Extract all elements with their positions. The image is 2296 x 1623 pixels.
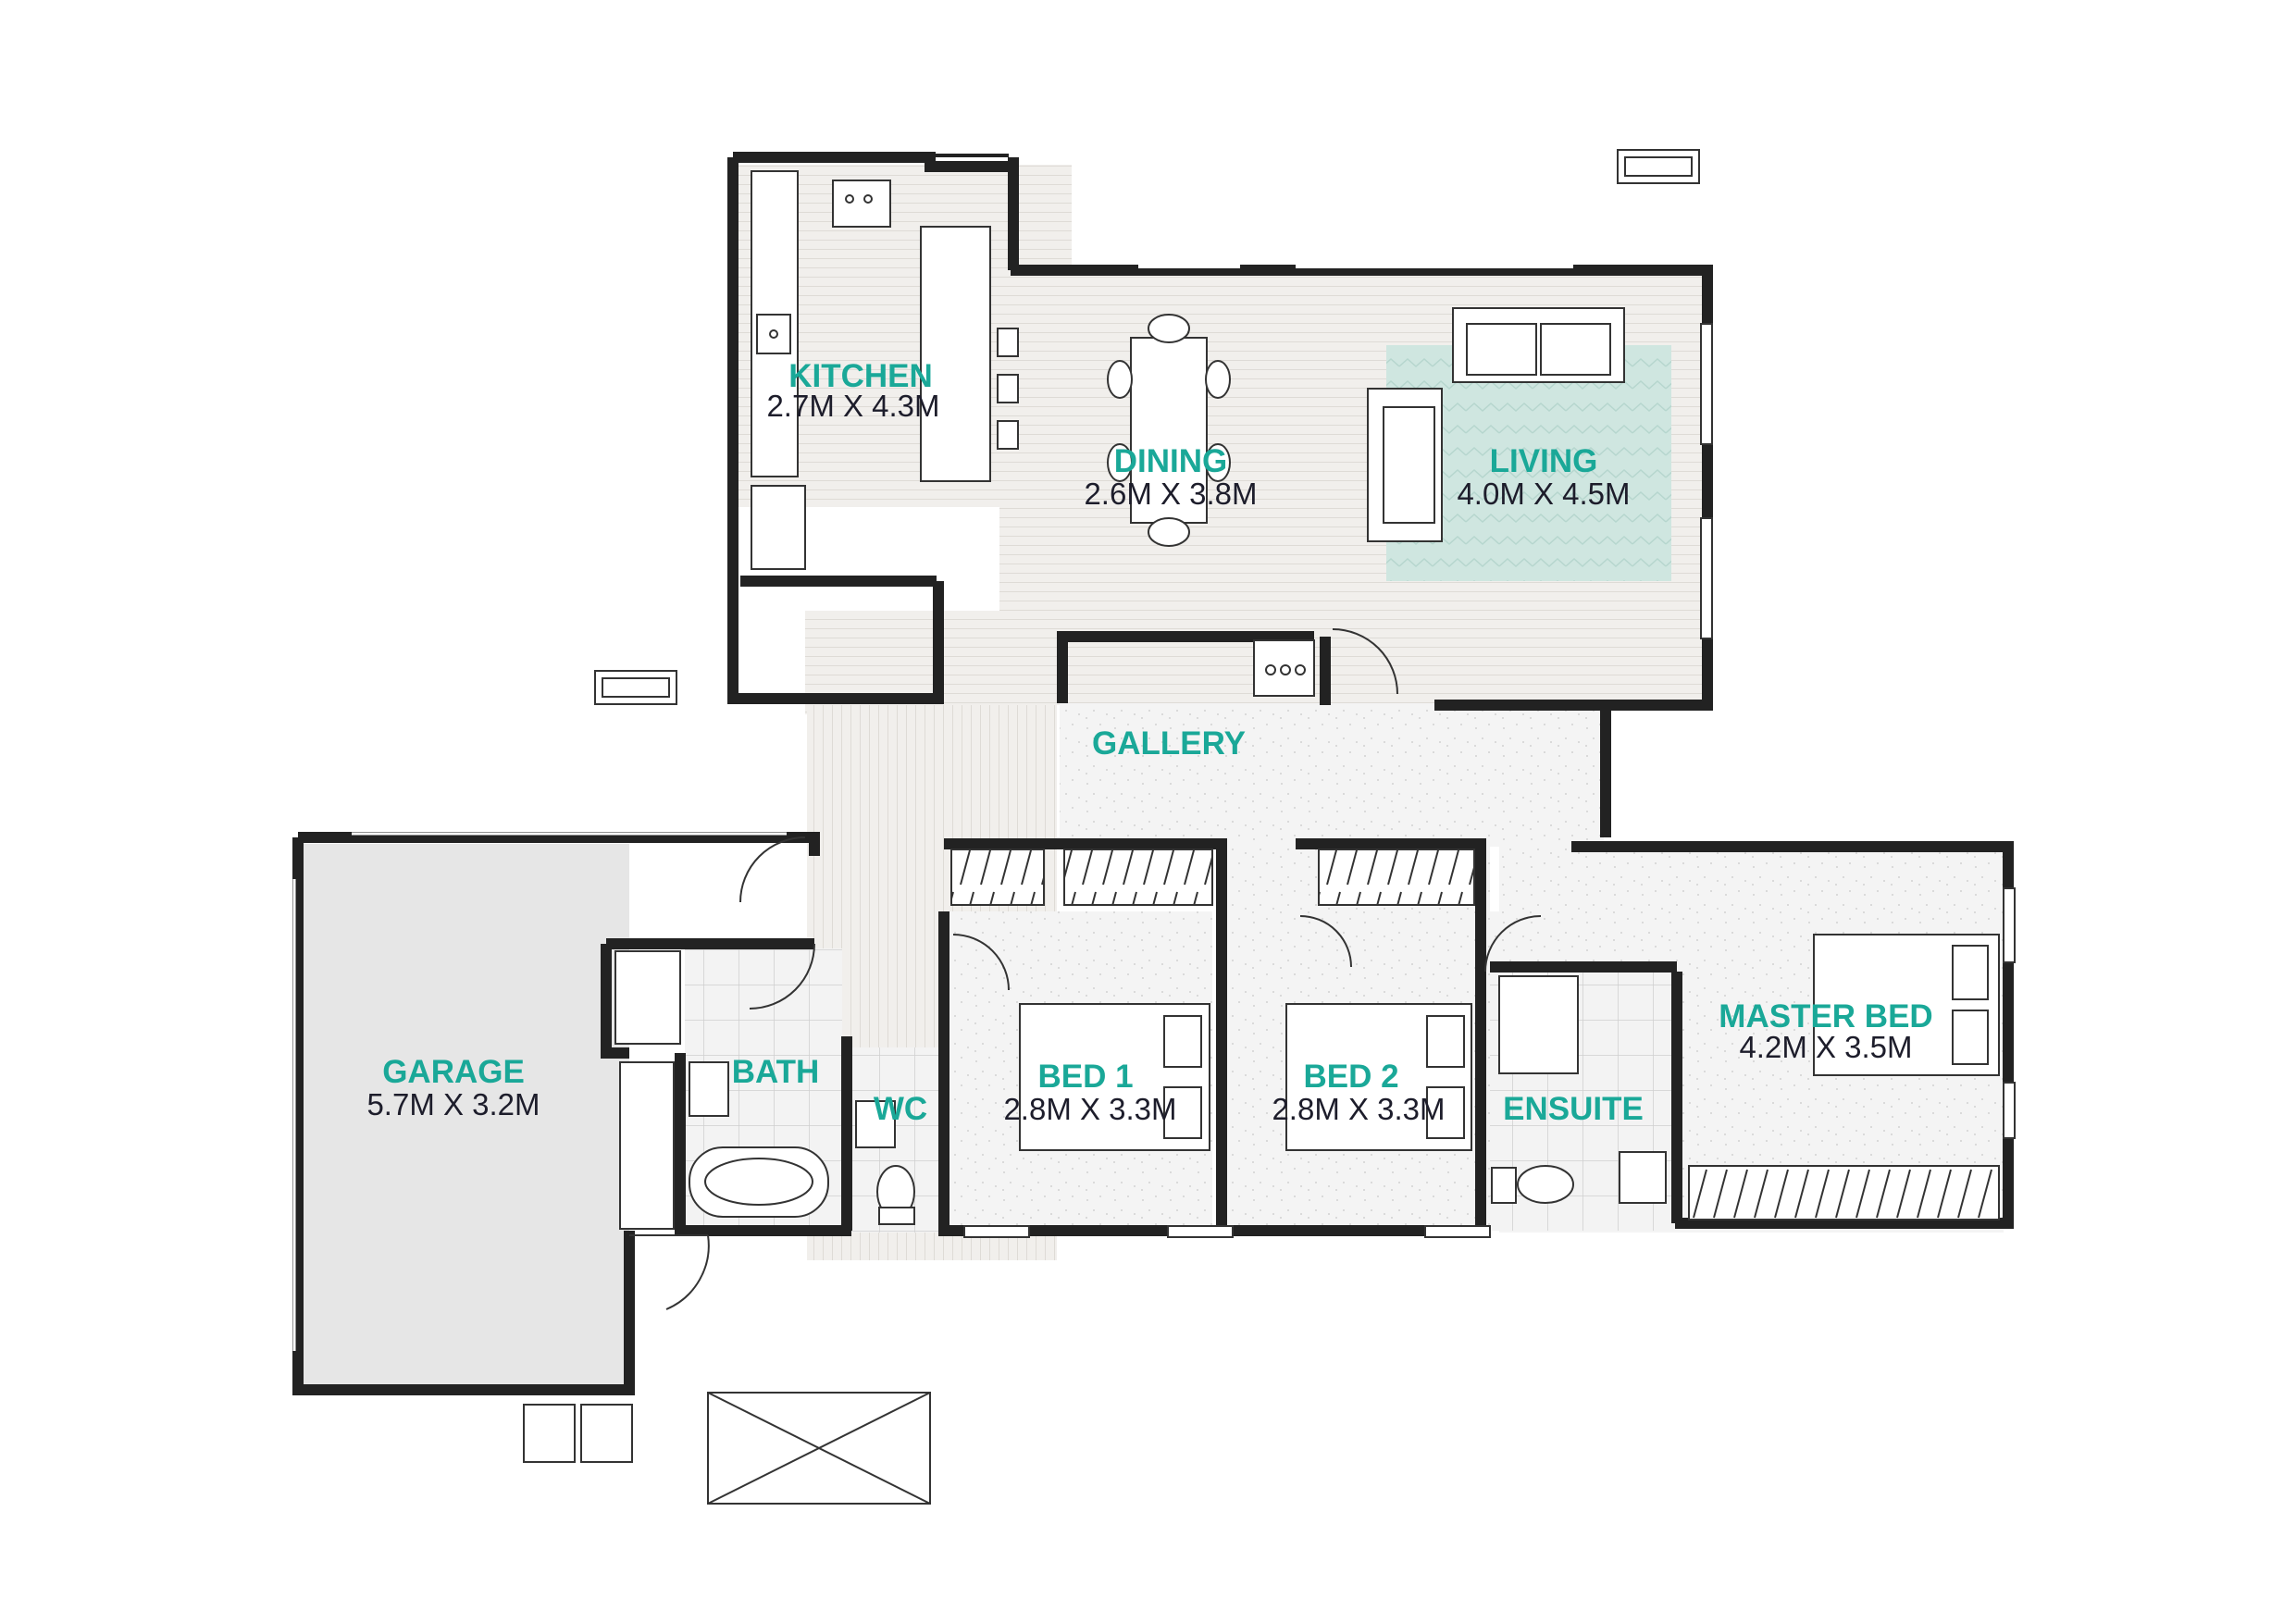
door-swing — [1299, 915, 1352, 968]
bath-south-wall — [675, 1053, 851, 1236]
cooktop — [832, 180, 891, 228]
stool-2 — [997, 374, 1019, 403]
entry-door — [629, 1234, 710, 1310]
kitchen-fixtures — [751, 170, 1019, 570]
master-bed-dimensions: 4.2M X 3.5M — [1739, 1030, 1912, 1064]
master-outer-wall — [1571, 841, 2014, 1229]
bath-west-wall — [601, 944, 629, 1059]
basin-icon — [689, 1061, 729, 1117]
wc-basin — [855, 1100, 896, 1148]
kitchen-label: KITCHEN — [788, 358, 933, 394]
living-dimensions: 4.0M X 4.5M — [1457, 477, 1630, 511]
ensuite-toilet-icon — [1517, 1165, 1574, 1204]
door-swing — [952, 934, 1010, 991]
gallery-label: GALLERY — [1092, 725, 1246, 762]
living-label: LIVING — [1490, 443, 1598, 479]
bin-icon — [580, 1404, 633, 1463]
stool-1 — [997, 328, 1019, 357]
door-swing — [1484, 915, 1542, 973]
kitchen-west-wall — [727, 157, 944, 704]
chair — [1205, 443, 1231, 482]
bedroom-fixtures — [950, 849, 2000, 1220]
shower — [614, 950, 681, 1045]
dining-label: DINING — [1114, 443, 1228, 479]
room-labels: KITCHEN 2.7M X 4.3M DINING 2.6M X 3.8M L… — [366, 358, 1932, 1127]
dining-dimensions: 2.6M X 3.8M — [1084, 477, 1257, 511]
bin-icon — [523, 1404, 576, 1463]
chair — [1107, 443, 1133, 482]
garage-north-wall — [298, 832, 820, 856]
garage-label: GARAGE — [382, 1054, 525, 1090]
living-fixtures — [1367, 307, 1625, 542]
ensuite-basin-icon — [1619, 1151, 1667, 1204]
vanity — [619, 1061, 675, 1230]
kitchen-sink-icon — [756, 314, 791, 354]
robe-master — [1688, 1165, 2000, 1220]
kitchen-island — [920, 226, 991, 482]
robe-3 — [1318, 849, 1475, 906]
bed1-label: BED 1 — [1037, 1059, 1133, 1095]
wc-label: WC — [874, 1091, 927, 1127]
bed1-east-wall — [1055, 838, 1227, 1231]
door-swing — [739, 836, 806, 903]
garage-outer-wall — [292, 837, 635, 1395]
ensuite-shower — [1498, 975, 1579, 1074]
ensuite-label: ENSUITE — [1503, 1091, 1644, 1127]
garage-floor — [298, 844, 629, 1390]
wet-area-fixtures — [614, 836, 1667, 1230]
exterior-fixtures — [523, 1234, 931, 1505]
windows — [594, 149, 2016, 1238]
chair — [1148, 517, 1190, 547]
bed2-dimensions: 2.8M X 3.3M — [1272, 1092, 1445, 1126]
chair — [1205, 360, 1231, 399]
bed2-label: BED 2 — [1303, 1059, 1398, 1095]
fridge — [751, 485, 806, 570]
garage-dimensions: 5.7M X 3.2M — [366, 1087, 540, 1121]
bath-label: BATH — [732, 1054, 820, 1090]
door-swing — [749, 943, 815, 1010]
bed2-robe-wall — [1296, 838, 1486, 911]
robe-2 — [1063, 849, 1213, 906]
gallery-north-wall — [1057, 631, 1314, 703]
kitchen-dimensions: 2.7M X 4.3M — [766, 389, 939, 423]
living-north-east-wall — [1011, 265, 1713, 711]
gallery-fixtures — [1253, 628, 1398, 697]
door-swing — [1332, 628, 1398, 695]
chair — [1107, 360, 1133, 399]
gallery-floor — [1060, 703, 1604, 847]
master-bed-label: MASTER BED — [1719, 998, 1932, 1035]
robe-1 — [950, 849, 1045, 906]
chair — [1148, 314, 1190, 343]
walls — [292, 152, 2014, 1395]
bed1-dimensions: 2.8M X 3.3M — [1003, 1092, 1176, 1126]
stool-3 — [997, 420, 1019, 450]
dining-fixtures — [1107, 314, 1231, 547]
